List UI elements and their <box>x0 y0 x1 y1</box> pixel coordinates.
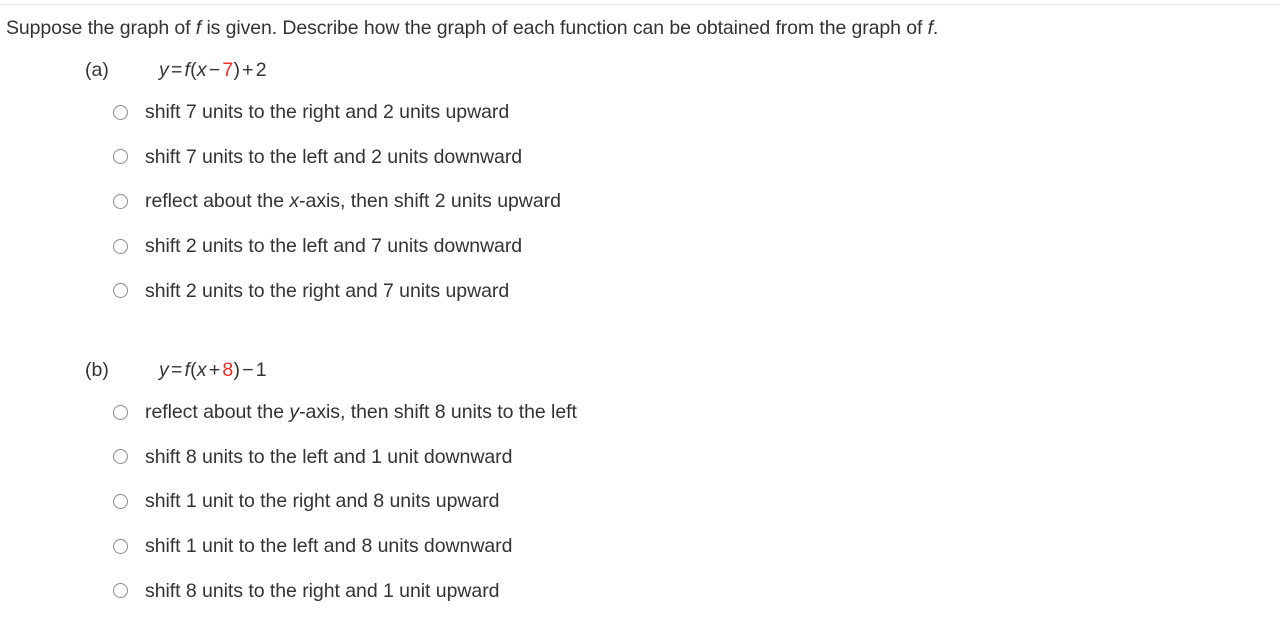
question-part-b: (b) y=f(x+8)−1 reflect about the y-axis,… <box>0 356 1280 613</box>
part-a-options: shift 7 units to the right and 2 units u… <box>0 90 1280 313</box>
question-part-a: (a) y=f(x−7)+2 shift 7 units to the righ… <box>0 56 1280 313</box>
option-a-3[interactable]: reflect about the x-axis, then shift 2 u… <box>0 179 1280 224</box>
equation-a-lhs: y <box>159 59 169 81</box>
equation-a-function: f <box>184 59 191 81</box>
part-a-label: (a) <box>85 59 109 81</box>
equation-b-close-paren: ) <box>233 358 241 381</box>
question-prompt: Suppose the graph of f is given. Describ… <box>0 14 1280 42</box>
equation-b-inner-var: x <box>196 358 207 381</box>
option-a-5[interactable]: shift 2 units to the right and 7 units u… <box>0 268 1280 313</box>
equation-b-inner-operator: + <box>208 358 221 381</box>
prompt-function-symbol-2: f <box>927 17 933 39</box>
prompt-function-symbol-1: f <box>195 17 202 39</box>
option-a-1-label: shift 7 units to the right and 2 units u… <box>145 101 510 124</box>
prompt-text-part1: Suppose the graph of <box>6 17 196 39</box>
option-a-1[interactable]: shift 7 units to the right and 2 units u… <box>0 90 1280 135</box>
option-b-3[interactable]: shift 1 unit to the right and 8 units up… <box>0 479 1280 524</box>
equation-a-outer-value: 2 <box>255 59 267 81</box>
radio-button-icon[interactable] <box>113 283 128 299</box>
radio-button-icon[interactable] <box>113 583 128 599</box>
radio-button-icon[interactable] <box>113 238 128 254</box>
radio-button-icon[interactable] <box>113 193 128 209</box>
option-a-5-label: shift 2 units to the right and 7 units u… <box>145 279 510 302</box>
part-b-equation: y=f(x+8)−1 <box>159 356 267 384</box>
equation-a-inner-value: 7 <box>222 59 234 81</box>
equation-b-equals: = <box>170 358 183 381</box>
option-b-4[interactable]: shift 1 unit to the left and 8 units dow… <box>0 524 1280 569</box>
part-b-header: (b) y=f(x+8)−1 <box>0 356 1280 388</box>
equation-b-lhs: y <box>159 358 169 381</box>
equation-b-function: f <box>184 358 191 381</box>
option-b-1[interactable]: reflect about the y-axis, then shift 8 u… <box>0 390 1280 435</box>
option-b-1-post: -axis, then shift 8 units to the left <box>299 401 577 424</box>
part-b-options: reflect about the y-axis, then shift 8 u… <box>0 390 1280 613</box>
radio-button-icon[interactable] <box>113 149 128 165</box>
option-a-3-pre: reflect about the <box>145 190 290 213</box>
equation-a-open-paren: ( <box>190 59 197 81</box>
equation-b-outer-value: 1 <box>255 358 267 381</box>
radio-button-icon[interactable] <box>113 404 128 420</box>
option-b-5-label: shift 8 units to the right and 1 unit up… <box>145 579 500 602</box>
option-a-3-axis-symbol: x <box>289 190 300 213</box>
prompt-text-part2: is given. Describe how the graph of each… <box>201 17 928 39</box>
option-b-1-label: reflect about the y-axis, then shift 8 u… <box>145 398 577 426</box>
option-a-4[interactable]: shift 2 units to the left and 7 units do… <box>0 224 1280 269</box>
option-a-3-label: reflect about the x-axis, then shift 2 u… <box>145 187 561 215</box>
option-a-2[interactable]: shift 7 units to the left and 2 units do… <box>0 135 1280 180</box>
equation-b-inner-value: 8 <box>222 358 234 381</box>
radio-button-icon[interactable] <box>113 449 128 465</box>
option-b-5[interactable]: shift 8 units to the right and 1 unit up… <box>0 568 1280 613</box>
option-b-1-pre: reflect about the <box>145 401 290 424</box>
equation-b-open-paren: ( <box>190 358 197 381</box>
option-a-2-label: shift 7 units to the left and 2 units do… <box>145 145 523 168</box>
equation-a-outer-operator: + <box>242 59 254 81</box>
equation-b-outer-operator: − <box>242 358 254 381</box>
option-a-4-label: shift 2 units to the left and 7 units do… <box>145 235 523 258</box>
equation-a-inner-var: x <box>196 59 207 81</box>
option-b-2[interactable]: shift 8 units to the left and 1 unit dow… <box>0 435 1280 480</box>
option-b-4-label: shift 1 unit to the left and 8 units dow… <box>145 535 513 558</box>
equation-a-equals: = <box>170 59 183 81</box>
equation-a-close-paren: ) <box>233 59 241 81</box>
option-b-2-label: shift 8 units to the left and 1 unit dow… <box>145 445 513 468</box>
radio-button-icon[interactable] <box>113 538 128 554</box>
top-divider <box>0 4 1280 5</box>
option-b-1-axis-symbol: y <box>289 401 300 424</box>
prompt-text-part3: . <box>932 17 939 39</box>
radio-button-icon[interactable] <box>113 493 128 509</box>
part-a-equation: y=f(x−7)+2 <box>159 56 267 84</box>
option-b-3-label: shift 1 unit to the right and 8 units up… <box>145 490 500 513</box>
part-b-label: (b) <box>85 358 109 381</box>
part-a-header: (a) y=f(x−7)+2 <box>0 56 1280 88</box>
option-a-3-post: -axis, then shift 2 units upward <box>299 190 561 213</box>
radio-button-icon[interactable] <box>113 104 128 120</box>
equation-a-inner-operator: − <box>208 59 221 81</box>
